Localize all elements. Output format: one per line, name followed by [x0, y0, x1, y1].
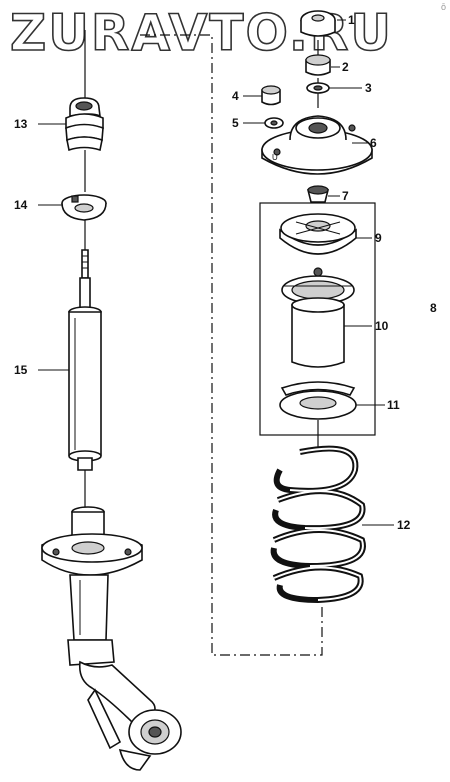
washer-3	[306, 82, 330, 94]
callout-9: 9	[375, 231, 382, 245]
callout-10: 10	[375, 319, 389, 333]
callout-1: 1	[348, 13, 355, 27]
lower-spring-seat-11	[279, 381, 357, 420]
shock-absorber-15	[68, 249, 102, 471]
protective-boot-10	[281, 267, 355, 368]
callout-2: 2	[342, 60, 349, 74]
dust-cap-1	[300, 10, 336, 37]
assembly-path-line	[140, 34, 323, 656]
mount-mark-u: U	[272, 153, 278, 162]
callout-8: 8	[430, 301, 437, 315]
callout-15: 15	[14, 363, 28, 377]
callout-13: 13	[14, 117, 28, 131]
callout-3: 3	[365, 81, 372, 95]
callout-7: 7	[342, 189, 349, 203]
dust-cup-14	[61, 194, 107, 221]
upper-spring-seat-9	[279, 213, 357, 255]
callout-11: 11	[387, 398, 400, 412]
callout-5: 5	[232, 116, 239, 130]
coil-spring-12	[270, 445, 366, 604]
callout-12: 12	[397, 518, 411, 532]
callout-14: 14	[14, 198, 28, 212]
watermark: ZURAVTO.RU	[10, 4, 393, 62]
bump-stop-13	[65, 97, 104, 152]
nut-4	[261, 85, 281, 106]
callout-6: 6	[370, 136, 377, 150]
bushing-7	[306, 185, 330, 203]
corner-mark: ō	[440, 2, 446, 12]
strut-mount-6	[261, 115, 373, 175]
nut-2	[305, 54, 331, 76]
washer-5	[264, 117, 284, 129]
strut-housing	[41, 506, 182, 771]
callout-4: 4	[232, 89, 239, 103]
